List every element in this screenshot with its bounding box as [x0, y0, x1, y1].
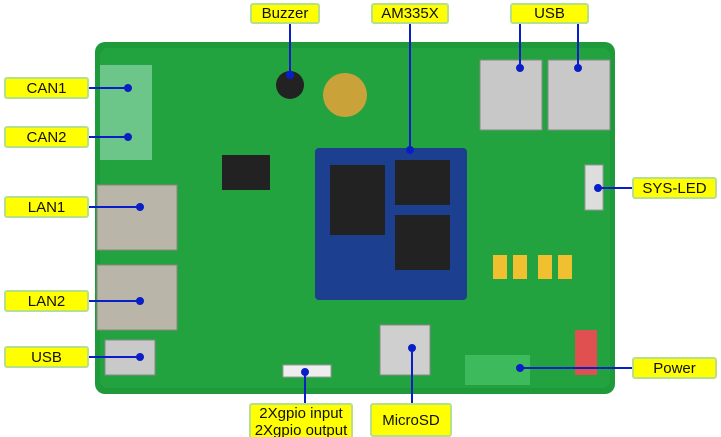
label-can2: CAN2 — [4, 126, 89, 148]
label-gpio-output: 2Xgpio output — [254, 422, 348, 437]
usb-top-port-1 — [479, 59, 543, 131]
label-usb-left: USB — [4, 346, 89, 368]
label-can1: CAN1 — [4, 77, 89, 99]
label-lan2: LAN2 — [4, 290, 89, 312]
label-gpio-input: 2Xgpio input — [259, 405, 343, 422]
label-power: Power — [632, 357, 717, 379]
label-sys-led: SYS-LED — [632, 177, 717, 199]
buzzer-component — [276, 71, 304, 99]
can-terminal-block — [100, 65, 152, 160]
leader-lines — [88, 23, 632, 403]
label-lan1: LAN1 — [4, 196, 89, 218]
lan2-jack — [96, 264, 178, 331]
coin-cell-holder — [323, 73, 367, 117]
label-gpio: 2Xgpio input 2Xgpio output — [249, 403, 353, 437]
label-microsd: MicroSD — [370, 403, 452, 437]
label-usb-top: USB — [510, 3, 589, 24]
lan1-jack — [96, 184, 178, 251]
microsd-slot — [379, 324, 431, 376]
label-am335x: AM335X — [371, 3, 449, 24]
label-buzzer: Buzzer — [250, 3, 320, 24]
